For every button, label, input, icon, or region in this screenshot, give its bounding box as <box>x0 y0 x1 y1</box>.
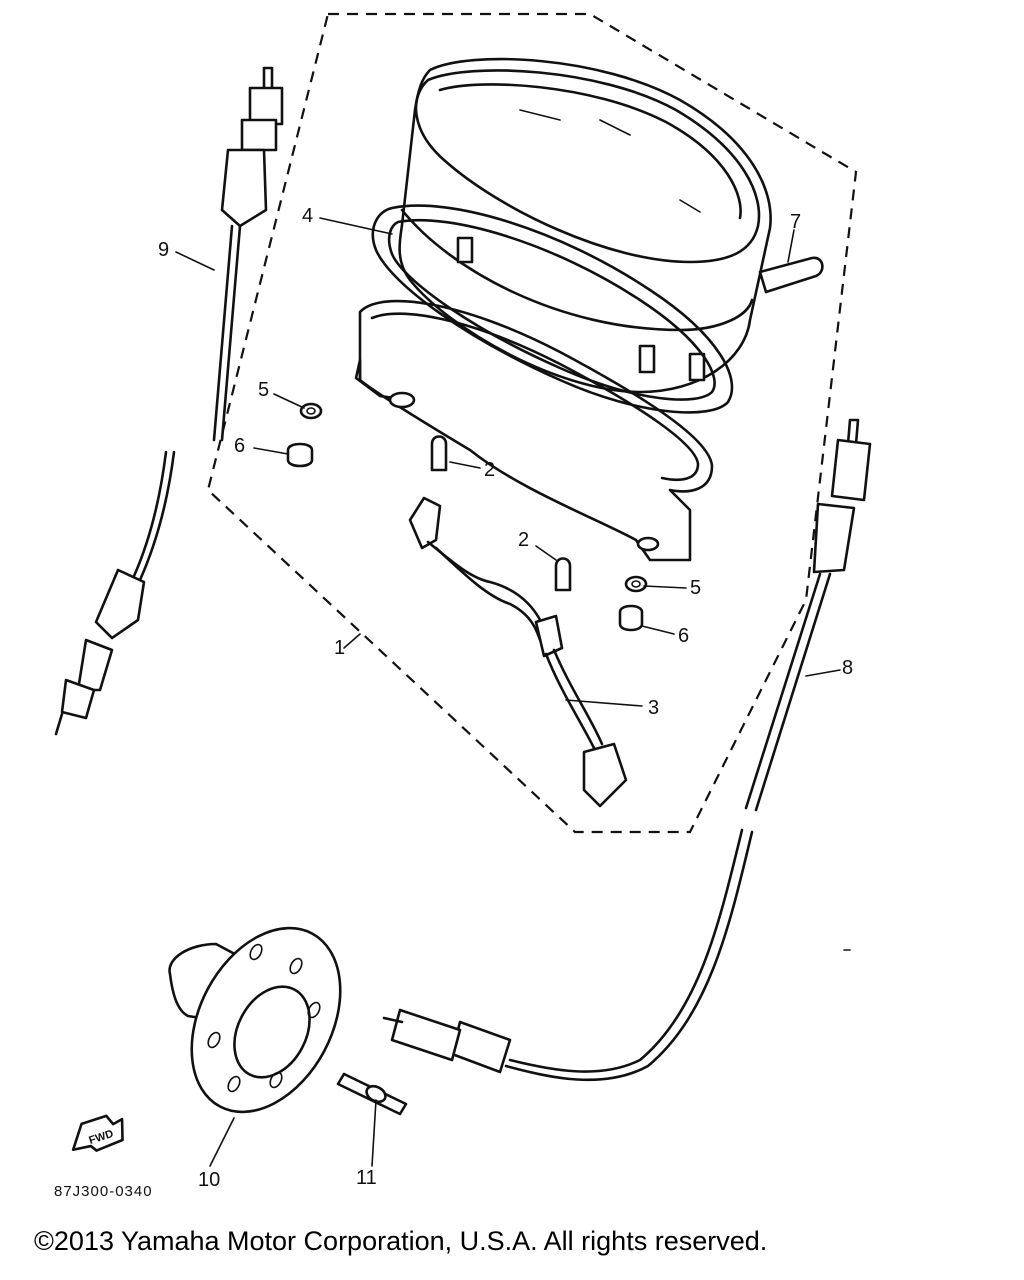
callout-5-left: 5 <box>258 379 269 401</box>
callout-8: 8 <box>842 657 853 679</box>
callout-11: 11 <box>356 1167 377 1189</box>
meter-assembly <box>398 57 772 394</box>
part-3-wire-harness <box>408 496 628 808</box>
part-5-washer-right <box>624 575 648 593</box>
part-6-grommet-right <box>618 604 644 632</box>
callout-2-lower: 2 <box>518 529 529 551</box>
fwd-arrow-icon: FWD <box>71 1114 124 1152</box>
exploded-parts-diagram: 1 2 2 3 4 5 5 6 6 7 8 9 10 11 FWD 87J300… <box>54 12 872 1200</box>
callout-leaders <box>175 217 841 1167</box>
part-4-gasket <box>371 204 734 414</box>
part-9-cable-left <box>54 66 284 736</box>
part-10-drive-plate <box>168 926 342 1114</box>
part-2-bulb-lower <box>554 557 572 592</box>
callout-7: 7 <box>790 211 801 233</box>
part-2-bulb-upper <box>430 435 448 472</box>
copyright-notice: ©2013 Yamaha Motor Corporation, U.S.A. A… <box>34 1226 768 1256</box>
part-11-shaft <box>336 1072 408 1116</box>
part-8-cable-right <box>382 418 872 1082</box>
part-7-pin <box>758 256 824 294</box>
callout-5-right: 5 <box>690 577 701 599</box>
callout-9: 9 <box>158 239 169 261</box>
callout-3: 3 <box>648 697 659 719</box>
part-6-grommet-left <box>286 442 314 468</box>
assembly-boundary <box>206 12 858 834</box>
callout-6-left: 6 <box>234 435 245 457</box>
meter-bracket <box>354 299 714 562</box>
callout-10: 10 <box>198 1169 220 1191</box>
callout-2-upper: 2 <box>484 459 495 481</box>
callout-6-right: 6 <box>678 625 689 647</box>
drawing-code: 87J300-0340 <box>54 1183 153 1200</box>
callout-1: 1 <box>334 637 345 659</box>
part-5-washer-left <box>299 402 323 420</box>
callout-4: 4 <box>302 205 313 227</box>
